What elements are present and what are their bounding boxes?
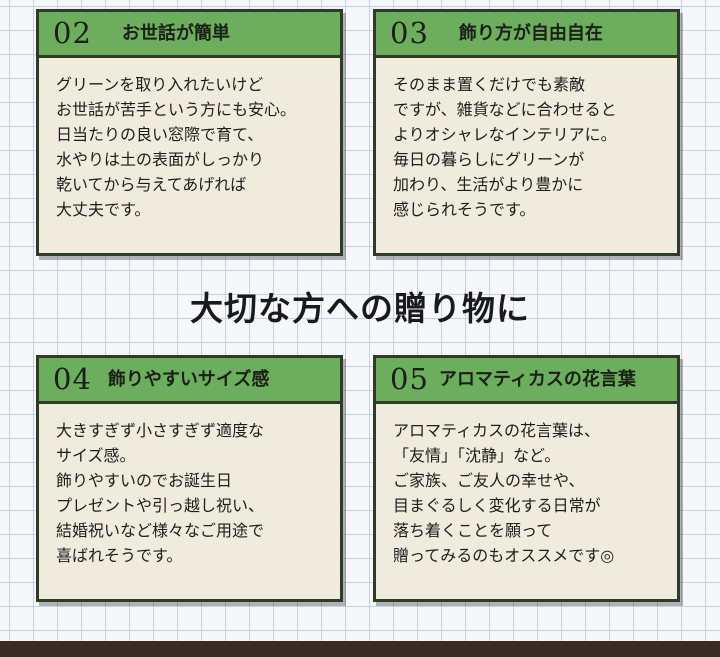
card-title: お世話が簡単	[121, 22, 230, 44]
card-line: 飾りやすいのでお誕生日	[56, 471, 233, 490]
card-05: 05 アロマティカスの花言葉 アロマティカスの花言葉は、 「友情」「沈静」など。…	[373, 355, 680, 602]
card-line: 喜ばれそうです。	[56, 546, 183, 565]
card-line: 日当たりの良い窓際で育て、	[56, 125, 264, 144]
card-line: 感じられそうです。	[393, 200, 536, 219]
card-body: 大きすぎず小さすぎず適度な サイズ感。 飾りやすいのでお誕生日 プレゼントや引っ…	[39, 404, 340, 568]
card-line: 結婚祝いなど様々なご用途で	[56, 521, 265, 540]
card-line: 大丈夫です。	[56, 200, 151, 219]
card-line: 加わり、生活がより豊かに	[393, 175, 584, 194]
card-header: 03 飾り方が自由自在	[376, 12, 677, 58]
card-line: お世話が苦手という方にも安心。	[56, 100, 297, 119]
card-header: 04 飾りやすいサイズ感	[39, 358, 340, 404]
card-line: プレゼントや引っ越し祝い、	[56, 496, 265, 515]
card-line: 落ち着くことを願って	[393, 521, 553, 540]
card-header: 02 お世話が簡単	[39, 12, 340, 58]
card-line: サイズ感。	[56, 446, 136, 465]
card-04: 04 飾りやすいサイズ感 大きすぎず小さすぎず適度な サイズ感。 飾りやすいので…	[36, 355, 343, 602]
card-title: 飾り方が自由自在	[458, 22, 603, 44]
card-line: 大きすぎず小さすぎず適度な	[56, 421, 265, 440]
card-header: 05 アロマティカスの花言葉	[376, 358, 677, 404]
card-line: ですが、雑貨などに合わせると	[393, 100, 617, 119]
card-03: 03 飾り方が自由自在 そのまま置くだけでも素敵 ですが、雑貨などに合わせると …	[373, 9, 680, 256]
card-body: そのまま置くだけでも素敵 ですが、雑貨などに合わせると よりオシャレなインテリア…	[376, 58, 677, 222]
card-line: 乾いてから与えてあげれば	[56, 175, 247, 194]
card-line: ご家族、ご友人の幸せや、	[393, 471, 585, 490]
card-title: 飾りやすいサイズ感	[107, 368, 270, 390]
card-body: アロマティカスの花言葉は、 「友情」「沈静」など。 ご家族、ご友人の幸せや、 目…	[376, 404, 677, 568]
card-line: 目まぐるしく変化する日常が	[393, 496, 601, 515]
card-line: よりオシャレなインテリアに。	[393, 125, 617, 144]
card-line: アロマティカスの花言葉は、	[393, 421, 601, 440]
card-title: アロマティカスの花言葉	[438, 368, 636, 390]
card-number: 02	[53, 16, 92, 50]
card-line: グリーンを取り入れたいけど	[56, 75, 264, 94]
card-line: 水やりは土の表面がしっかり	[56, 150, 265, 169]
card-number: 05	[390, 362, 429, 396]
card-body: グリーンを取り入れたいけど お世話が苦手という方にも安心。 日当たりの良い窓際で…	[39, 58, 340, 222]
card-02: 02 お世話が簡単 グリーンを取り入れたいけど お世話が苦手という方にも安心。 …	[36, 9, 343, 256]
card-number: 04	[53, 362, 92, 396]
card-line: 贈ってみるのもオススメです◎	[393, 546, 615, 565]
card-line: そのまま置くだけでも素敵	[393, 75, 586, 94]
card-number: 03	[390, 16, 429, 50]
section-heading: 大切な方への贈り物に	[190, 289, 530, 328]
card-line: 「友情」「沈静」など。	[393, 446, 561, 465]
card-line: 毎日の暮らしにグリーンが	[393, 150, 585, 169]
footer-bar	[0, 641, 720, 657]
